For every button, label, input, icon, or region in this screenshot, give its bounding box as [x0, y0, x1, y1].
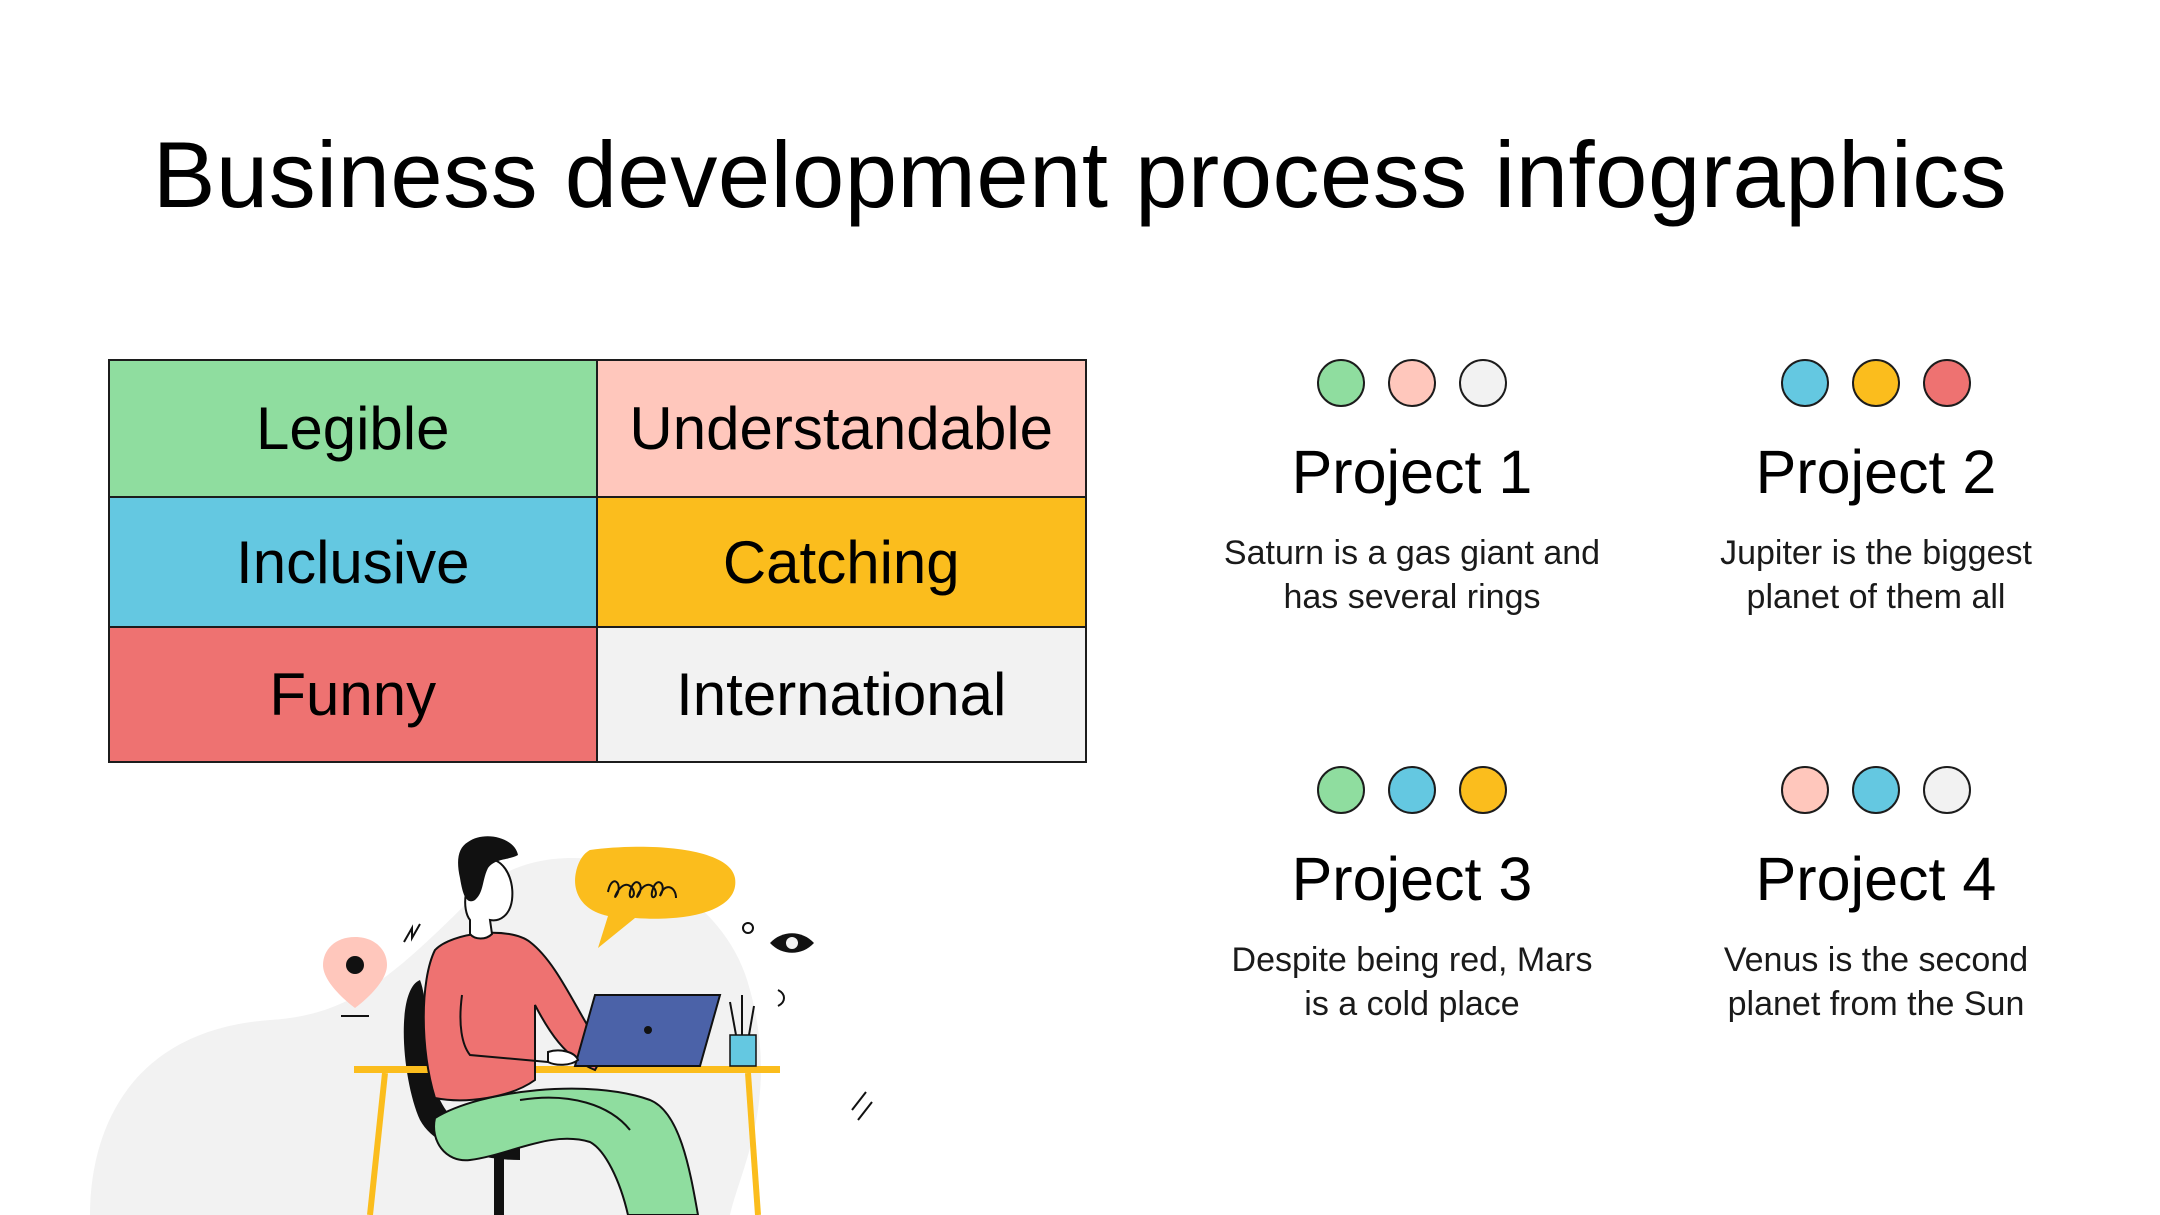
traits-table: Legible Understandable Inclusive Catchin…	[108, 359, 1087, 763]
trait-cell-legible: Legible	[110, 361, 598, 498]
trait-cell-inclusive: Inclusive	[110, 498, 598, 628]
project-description: Despite being red, Mars is a cold place	[1231, 941, 1593, 1023]
color-dot	[1388, 359, 1436, 407]
color-dots	[1132, 766, 1692, 818]
color-dots	[1596, 359, 2156, 411]
project-name: Project 2	[1755, 438, 1997, 506]
project-card-2: Project 2 Jupiter is the biggest planet …	[1596, 359, 2156, 619]
location-pin-icon	[323, 937, 387, 1017]
project-name: Project 3	[1291, 845, 1533, 913]
color-dots	[1132, 359, 1692, 411]
color-dot	[1459, 359, 1507, 407]
color-dot	[1388, 766, 1436, 814]
color-dot	[1781, 359, 1829, 407]
project-description: Saturn is a gas giant and has several ri…	[1223, 534, 1601, 616]
project-card-3: Project 3 Despite being red, Mars is a c…	[1132, 766, 1692, 1026]
page-title: Business development process infographic…	[152, 122, 2008, 227]
color-dot	[1923, 766, 1971, 814]
trait-cell-catching: Catching	[597, 498, 1085, 628]
color-dot	[1459, 766, 1507, 814]
project-name: Project 1	[1291, 438, 1533, 506]
color-dot	[1852, 766, 1900, 814]
color-dot	[1923, 359, 1971, 407]
color-dots	[1596, 766, 2156, 818]
project-card-4: Project 4 Venus is the second planet fro…	[1596, 766, 2156, 1026]
color-dot	[1781, 766, 1829, 814]
trait-cell-international: International	[597, 628, 1085, 761]
trait-cell-understandable: Understandable	[597, 361, 1085, 498]
project-name: Project 4	[1755, 845, 1997, 913]
project-description: Jupiter is the biggest planet of them al…	[1720, 534, 2032, 616]
eye-icon	[770, 933, 814, 953]
color-dot	[1317, 359, 1365, 407]
color-dot	[1852, 359, 1900, 407]
speech-bubble-icon	[575, 846, 736, 948]
color-dot	[1317, 766, 1365, 814]
trait-cell-funny: Funny	[110, 628, 598, 761]
person-working-at-laptop-illustration	[90, 836, 873, 1215]
project-description: Venus is the second planet from the Sun	[1723, 941, 2029, 1023]
project-card-1: Project 1 Saturn is a gas giant and has …	[1132, 359, 1692, 619]
